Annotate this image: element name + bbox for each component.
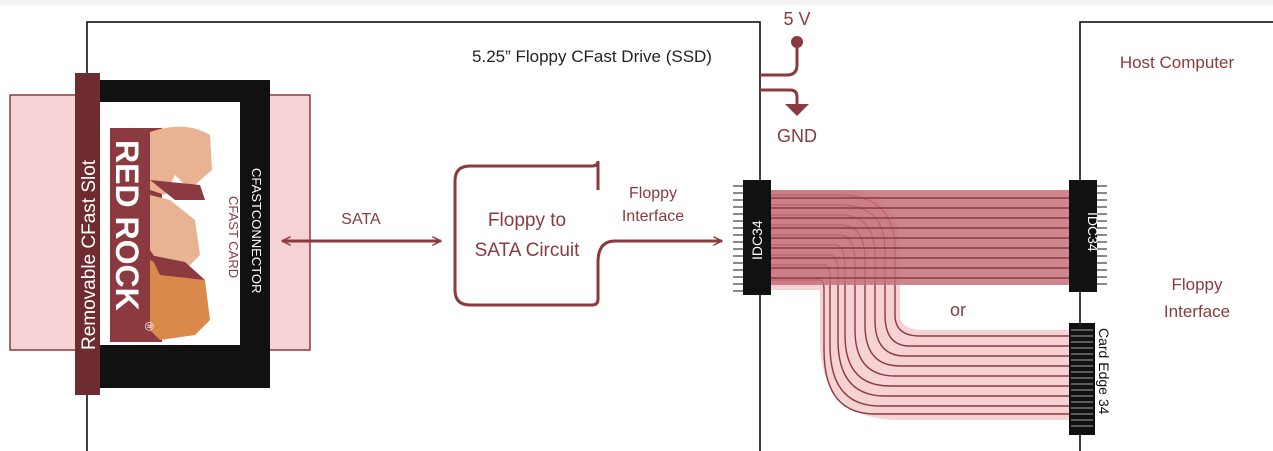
floppy-interface-arrow: [596, 236, 723, 263]
cfast-card-label: CFAST CARD: [226, 196, 241, 278]
rock-formation-1: [150, 126, 212, 195]
card-edge-34-connector: Card Edge 34: [1069, 323, 1112, 435]
cfast-card: RED ROCK ® CFASTCONNECTOR CFAST CARD: [92, 80, 270, 388]
gnd-arrow-icon: [785, 104, 809, 116]
card-edge-label: Card Edge 34: [1096, 328, 1112, 415]
top-bar: [0, 0, 1273, 5]
sata-label: SATA: [341, 211, 381, 228]
host-outline: [1079, 21, 1273, 451]
right-idc34-body: [1069, 180, 1097, 292]
gnd-line: [760, 88, 799, 106]
left-idc34-label: IDC34: [749, 220, 765, 260]
right-idc34-label: IDC34: [1085, 212, 1101, 252]
power-5v-line: [760, 42, 799, 77]
card-edge-body: [1069, 323, 1095, 435]
floppy-interface-label-line2: Interface: [622, 208, 684, 225]
card-edge-contacts: [1071, 329, 1093, 427]
cfast-connector-label: CFASTCONNECTOR: [249, 168, 264, 293]
ribbon-idc-wires: [768, 197, 1072, 279]
drive-title: 5.25” Floppy CFast Drive (SSD): [472, 47, 712, 66]
circuit-line1: Floppy to: [488, 210, 566, 231]
power-5v-label: 5 V: [783, 9, 810, 29]
brand-registered-mark: ®: [142, 322, 156, 331]
or-label: or: [950, 300, 966, 320]
removable-slot-label: Removable CFast Slot: [79, 159, 100, 350]
rock-formation-3: [150, 260, 210, 340]
brand-logo-text: RED ROCK: [109, 140, 145, 311]
rock-shadow-2: [150, 255, 205, 280]
removable-slot-bar: [75, 73, 100, 395]
right-idc34-connector: IDC34: [1069, 180, 1107, 292]
host-title: Host Computer: [1120, 53, 1235, 72]
left-idc34-connector: IDC34: [733, 180, 771, 295]
circuit-box: [453, 160, 600, 307]
left-idc34-body: [743, 180, 771, 295]
host-iface-line2: Interface: [1164, 302, 1230, 321]
circuit-line2: SATA Circuit: [475, 240, 581, 261]
gnd-label: GND: [777, 126, 817, 146]
power-group: 5 V GND: [760, 9, 817, 146]
rock-formation-2: [150, 195, 200, 270]
rock-shadow-1: [150, 180, 205, 200]
host-iface-line1: Floppy: [1171, 275, 1223, 294]
floppy-interface-label-line1: Floppy: [629, 185, 677, 202]
